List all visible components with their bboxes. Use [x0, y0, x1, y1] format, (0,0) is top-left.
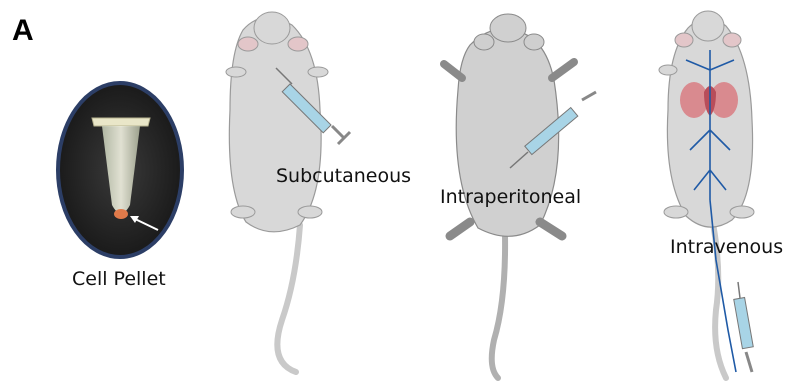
syringe [734, 282, 754, 372]
mouse-subcutaneous [226, 12, 350, 372]
cell-pellet-photo [58, 83, 182, 257]
cell-pellet-label: Cell Pellet [72, 268, 166, 290]
mouse-intravenous [659, 11, 754, 378]
organ [680, 82, 708, 118]
intraperitoneal-label: Intraperitoneal [440, 186, 581, 208]
intravenous-label: Intravenous [670, 236, 783, 258]
pellet [114, 209, 128, 219]
subcutaneous-label: Subcutaneous [276, 165, 411, 187]
